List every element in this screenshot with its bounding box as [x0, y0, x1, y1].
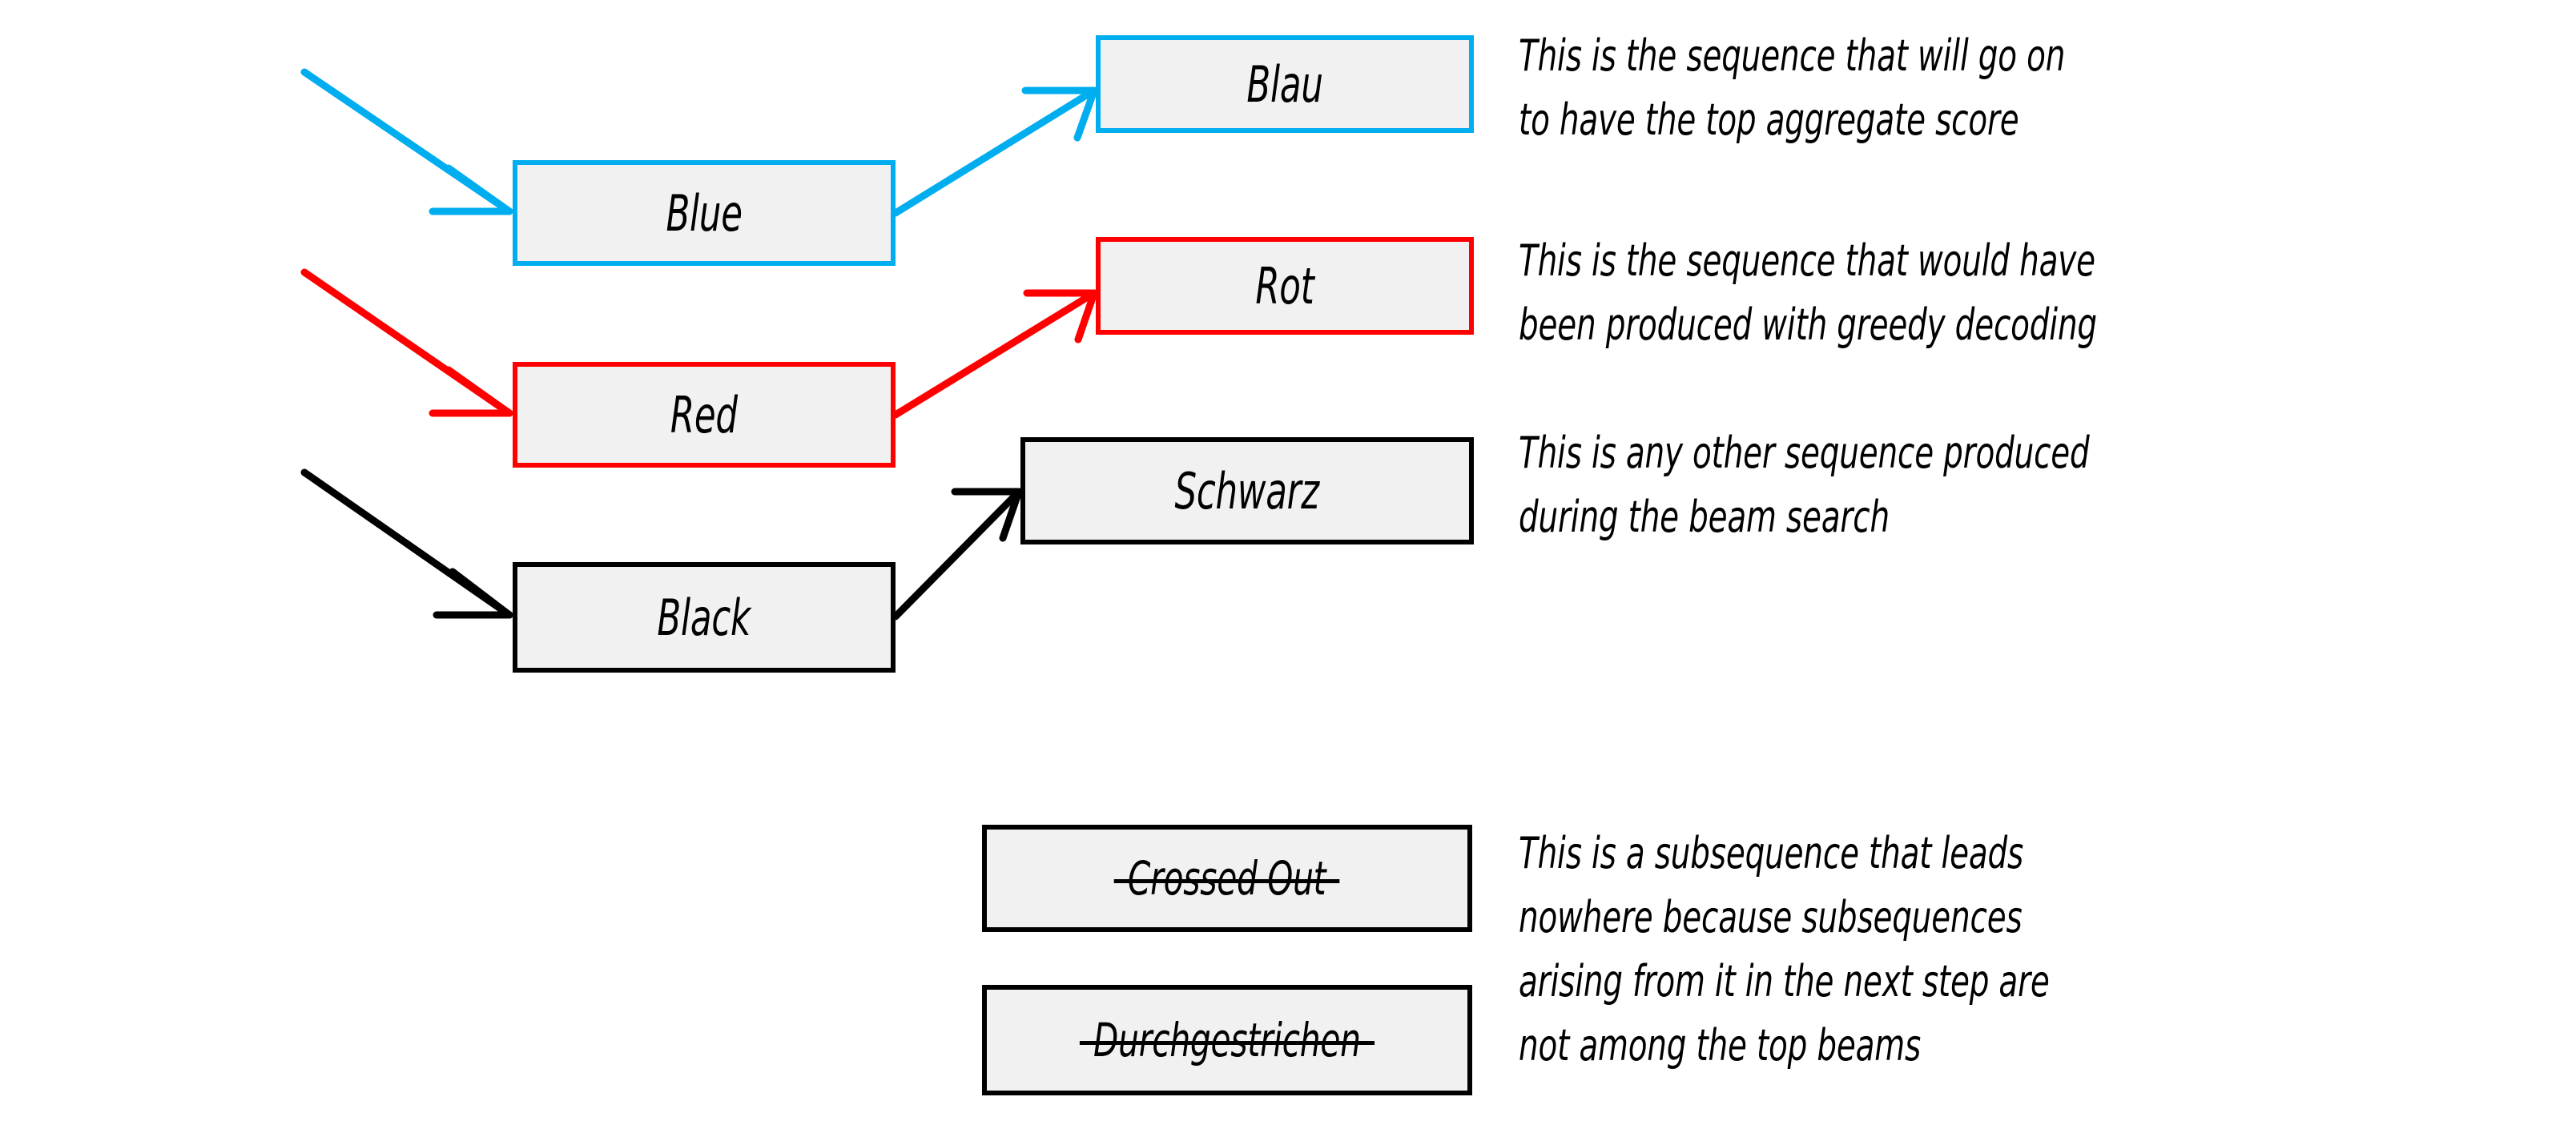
node-red[interactable]: Red — [513, 362, 896, 468]
node-durchgestrichen-label: Durchgestrichen — [1080, 1013, 1375, 1067]
node-red-label: Red — [670, 385, 738, 444]
incoming-red-arrow — [300, 268, 513, 417]
node-blau[interactable]: Blau — [1096, 35, 1474, 133]
node-blue-label: Blue — [666, 183, 743, 243]
incoming-black-arrow — [300, 468, 513, 619]
node-black-label: Black — [657, 588, 751, 647]
annotation-red: This is the sequence that would have bee… — [1519, 235, 2097, 350]
node-blau-label: Blau — [1246, 54, 1323, 114]
annotation-crossed-out: This is a subsequence that leads nowhere… — [1519, 828, 2050, 1071]
node-rot[interactable]: Rot — [1096, 237, 1474, 335]
annotation-blue: This is the sequence that will go on to … — [1519, 30, 2066, 145]
node-schwarz-label: Schwarz — [1174, 461, 1320, 520]
red-to-rot-arrow — [892, 289, 1098, 419]
annotation-black: This is any other sequence produced duri… — [1519, 428, 2090, 542]
node-schwarz[interactable]: Schwarz — [1020, 437, 1474, 544]
blue-to-blau-arrow — [892, 86, 1098, 217]
node-black[interactable]: Black — [513, 562, 896, 673]
node-crossed-out-label: Crossed Out — [1114, 851, 1341, 906]
black-to-schwarz-arrow — [892, 488, 1023, 621]
node-crossed-out[interactable]: Crossed Out — [982, 825, 1472, 932]
node-durchgestrichen[interactable]: Durchgestrichen — [982, 985, 1472, 1095]
node-blue[interactable]: Blue — [513, 160, 896, 266]
incoming-blue-arrow — [300, 68, 513, 215]
node-rot-label: Rot — [1255, 256, 1314, 315]
